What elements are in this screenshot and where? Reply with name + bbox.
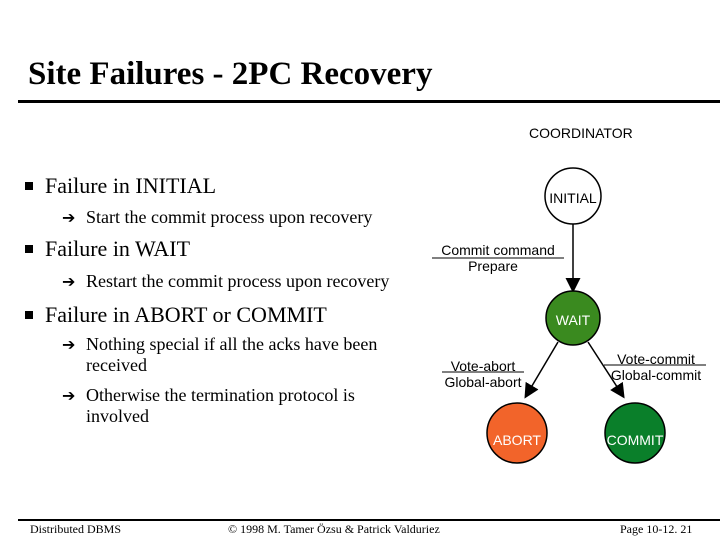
state-commit-label: COMMIT bbox=[606, 432, 664, 448]
arrow-icon: ➔ bbox=[62, 272, 76, 291]
transition-wait-abort-top: Vote-abort bbox=[450, 358, 516, 374]
title-rule bbox=[18, 100, 720, 103]
sub-bullet-initial: Start the commit process upon recovery bbox=[86, 207, 373, 227]
footer-center: © 1998 M. Tamer Özsu & Patrick Valduriez bbox=[228, 522, 440, 536]
arrow-icon: ➔ bbox=[62, 335, 76, 354]
state-wait-label: WAIT bbox=[555, 312, 591, 328]
transition-initial-wait-top: Commit command bbox=[441, 242, 555, 258]
bullet-marker bbox=[25, 311, 33, 319]
transition-wait-commit-bottom: Global-commit bbox=[610, 367, 702, 383]
sub-bullet-termination: Otherwise the termination protocol is in… bbox=[86, 385, 355, 426]
edge-wait-abort bbox=[524, 341, 559, 399]
bullet-marker bbox=[25, 245, 33, 253]
sub-bullet-acks: Nothing special if all the acks have bee… bbox=[86, 334, 378, 375]
transition-wait-commit-top: Vote-commit bbox=[617, 351, 695, 367]
state-initial-label: INITIAL bbox=[549, 190, 597, 206]
transition-initial-wait-bottom: Prepare bbox=[468, 258, 518, 274]
transition-wait-abort-bottom: Global-abort bbox=[444, 374, 522, 390]
footer-left: Distributed DBMS bbox=[30, 522, 122, 536]
sub-bullet-wait: Restart the commit process upon recovery bbox=[86, 271, 390, 291]
footer-rule bbox=[18, 519, 720, 521]
bullet-failure-abort-commit: Failure in ABORT or COMMIT bbox=[45, 302, 327, 327]
state-wait bbox=[545, 290, 601, 346]
arrow-icon: ➔ bbox=[62, 386, 76, 405]
bullet-failure-initial: Failure in INITIAL bbox=[45, 173, 217, 198]
coordinator-label: COORDINATOR bbox=[529, 125, 633, 141]
slide-title: Site Failures - 2PC Recovery bbox=[28, 56, 433, 92]
edge-wait-commit bbox=[587, 341, 625, 399]
state-abort bbox=[486, 402, 548, 464]
bullet-failure-wait: Failure in WAIT bbox=[45, 236, 191, 261]
bullet-marker bbox=[25, 182, 33, 190]
state-initial bbox=[544, 167, 602, 225]
arrow-icon: ➔ bbox=[62, 208, 76, 227]
state-abort-label: ABORT bbox=[493, 432, 541, 448]
state-commit bbox=[604, 402, 666, 464]
footer-right: Page 10-12. 21 bbox=[620, 522, 693, 536]
